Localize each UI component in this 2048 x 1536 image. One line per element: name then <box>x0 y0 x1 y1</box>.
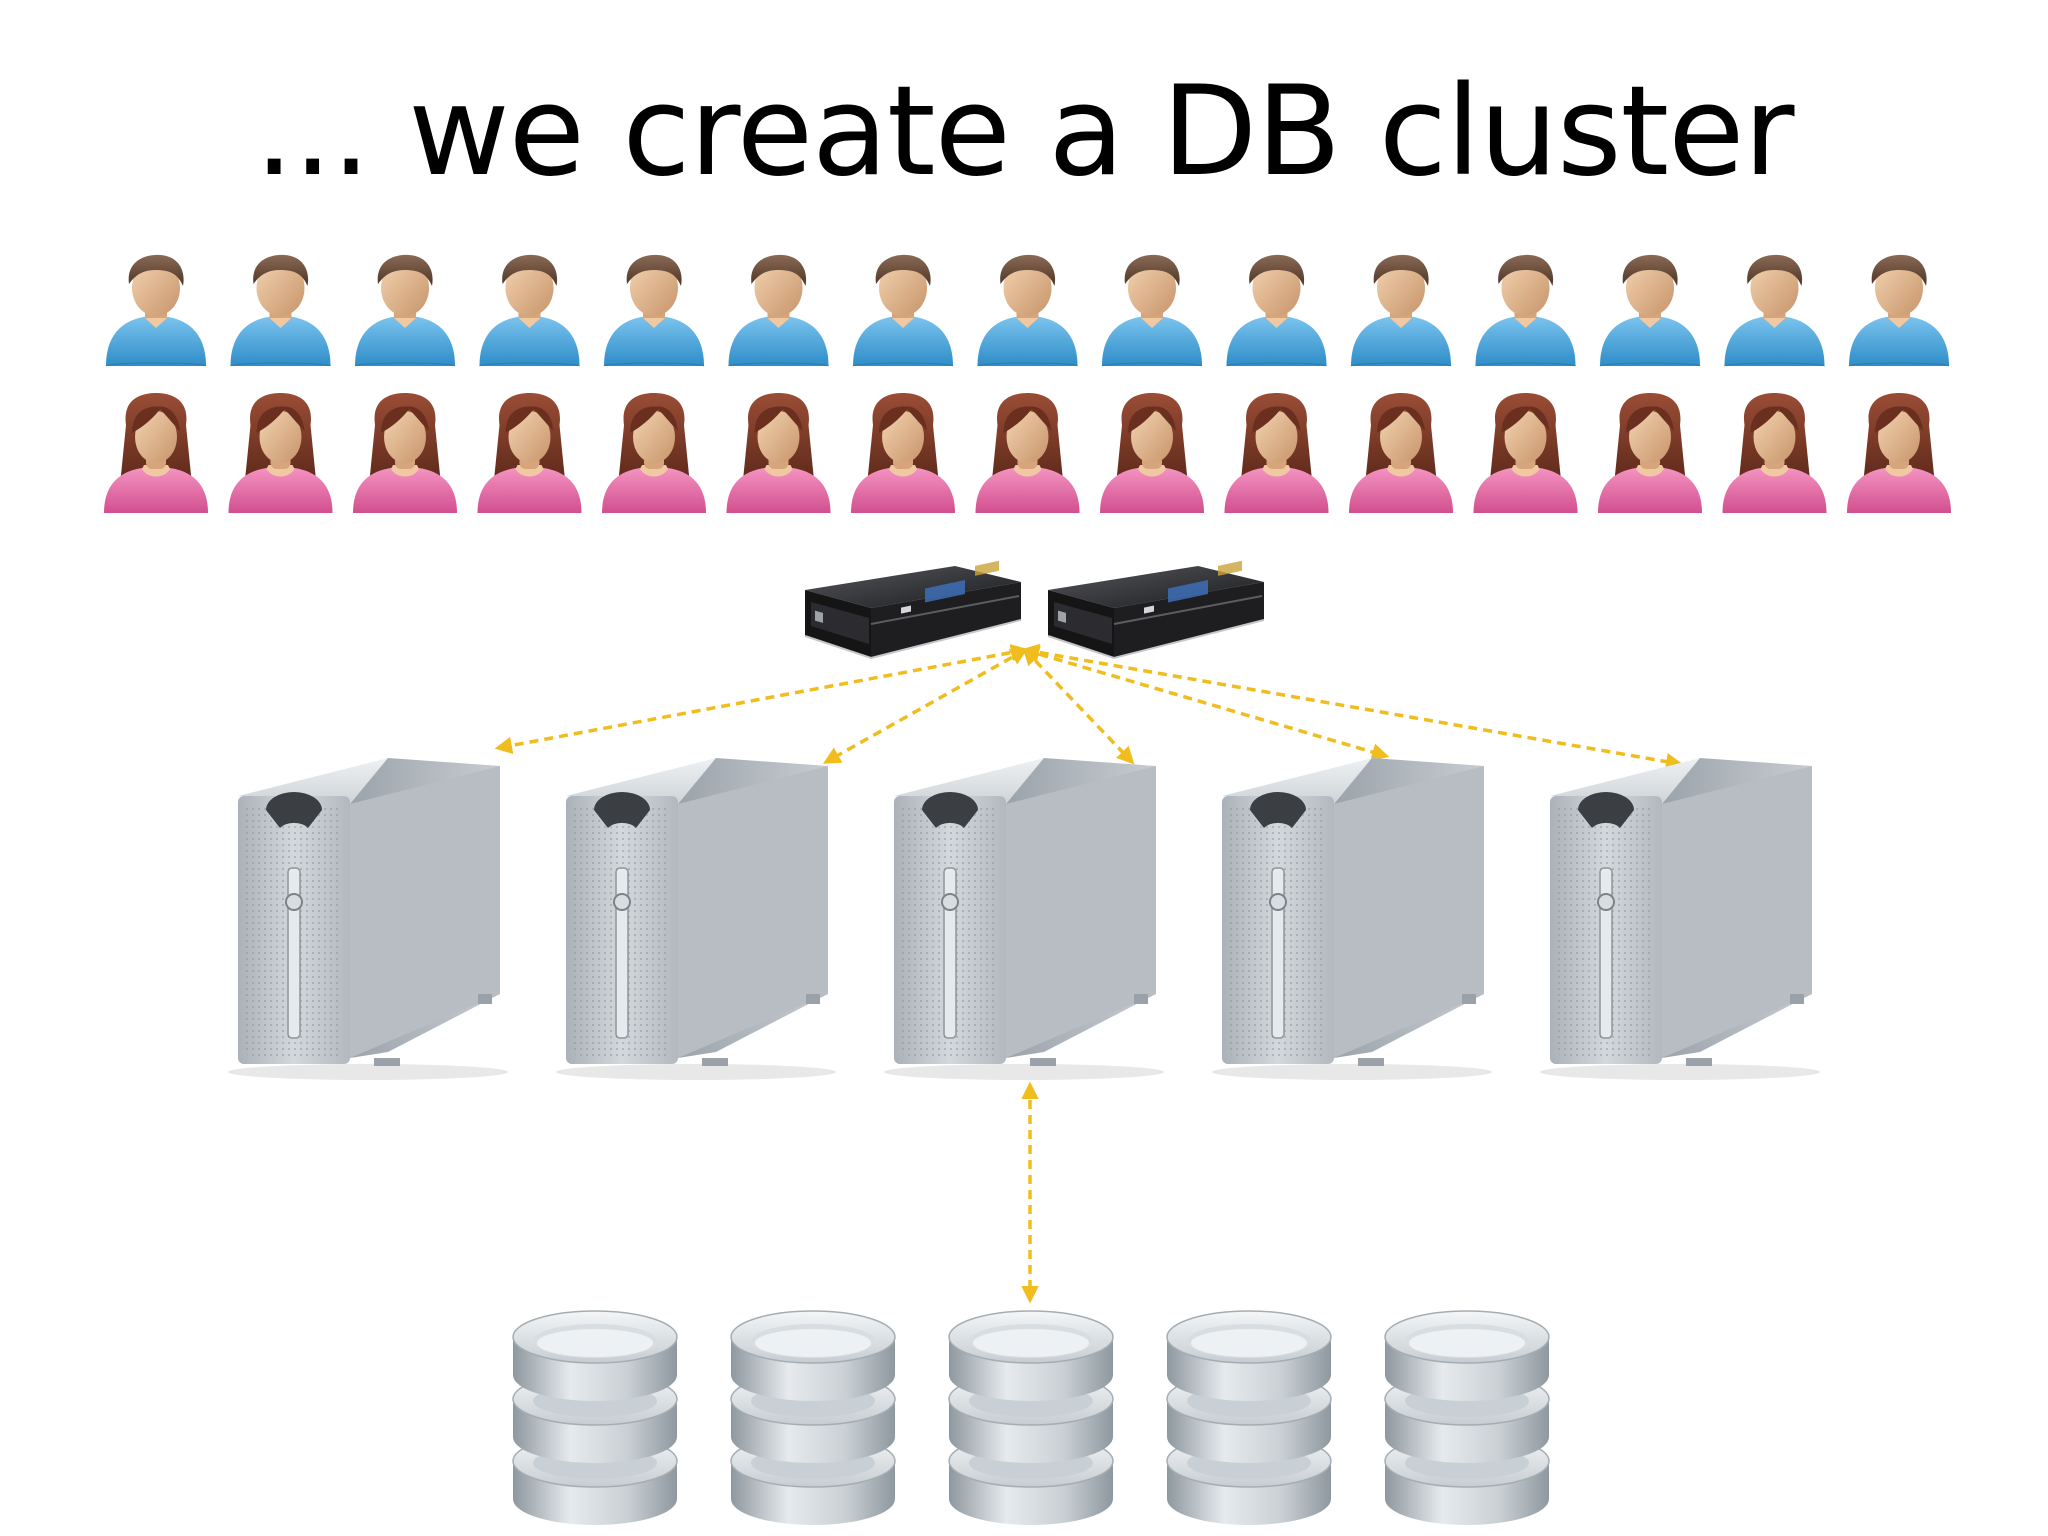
male-user-icon <box>852 254 954 367</box>
connection-arrow <box>1021 645 1390 761</box>
male-user-icon <box>105 254 207 367</box>
slide-title: ... we create a DB cluster <box>254 60 1795 204</box>
female-user-icon <box>975 393 1080 513</box>
female-user-icon <box>726 393 831 513</box>
male-user-icon <box>354 254 456 367</box>
server-tower-icon <box>227 757 509 1081</box>
server-tower-icon <box>883 757 1165 1081</box>
load-balancer-icon <box>1047 559 1265 659</box>
male-user-icon <box>479 254 580 367</box>
male-user-icon <box>1226 254 1327 367</box>
female-user-icon <box>1100 393 1204 513</box>
male-user-icon <box>1599 254 1701 367</box>
app-server-group <box>227 757 1821 1081</box>
female-user-icon <box>1349 393 1453 513</box>
female-user-row <box>104 393 1951 513</box>
connection-arrow <box>1021 643 1684 771</box>
male-user-icon <box>1350 254 1452 367</box>
male-user-icon <box>1475 254 1576 367</box>
database-group <box>512 1310 1550 1526</box>
female-user-icon <box>477 393 582 513</box>
connection-arrow <box>494 643 1029 755</box>
female-user-icon <box>1598 393 1702 513</box>
female-user-icon <box>1847 393 1951 513</box>
server-tower-icon <box>555 757 837 1081</box>
female-user-icon <box>353 393 457 513</box>
female-user-icon <box>1224 393 1329 513</box>
male-user-row <box>105 254 1950 367</box>
female-user-icon <box>1722 393 1827 513</box>
female-user-icon <box>1473 393 1578 513</box>
male-user-icon <box>1848 254 1950 367</box>
male-user-icon <box>728 254 829 367</box>
male-user-icon <box>603 254 705 367</box>
load-balancer-group <box>804 559 1265 659</box>
database-icon <box>730 1310 896 1526</box>
male-user-icon <box>1101 254 1203 367</box>
connection-arrow <box>822 648 1029 764</box>
load-balancer-icon <box>804 559 1022 659</box>
server-tower-icon <box>1539 757 1821 1081</box>
female-user-icon <box>851 393 955 513</box>
database-icon <box>512 1310 678 1526</box>
server-tower-icon <box>1211 757 1493 1081</box>
connection-arrows <box>494 643 1684 1304</box>
database-icon <box>1384 1310 1550 1526</box>
female-user-icon <box>602 393 706 513</box>
male-user-icon <box>230 254 331 367</box>
database-icon <box>1166 1310 1332 1526</box>
male-user-icon <box>1724 254 1825 367</box>
female-user-icon <box>104 393 208 513</box>
database-icon <box>948 1310 1114 1526</box>
female-user-icon <box>228 393 333 513</box>
male-user-icon <box>977 254 1078 367</box>
